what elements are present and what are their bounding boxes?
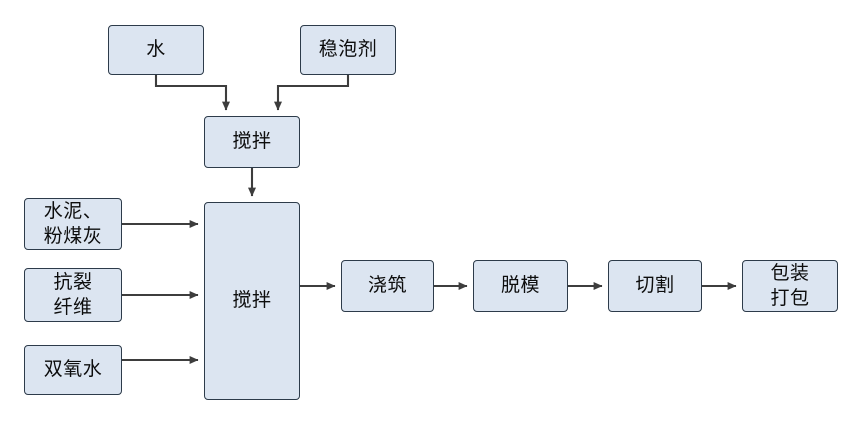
node-stirring-main[interactable]: 搅拌 (204, 202, 300, 400)
node-stirring-main-label: 搅拌 (232, 290, 272, 312)
node-casting-label: 浇筑 (367, 275, 407, 297)
node-casting[interactable]: 浇筑 (341, 260, 434, 312)
node-hydrogen-peroxide[interactable]: 双氧水 (24, 345, 122, 395)
node-stirring-first[interactable]: 搅拌 (204, 116, 300, 168)
node-stirring-first-label: 搅拌 (232, 131, 272, 153)
node-cement-fly-ash-label: 水泥、 粉煤灰 (43, 200, 103, 247)
node-packaging-label: 包装 打包 (770, 262, 810, 309)
edge-stabilizer-to-mix1 (274, 75, 350, 111)
node-hydrogen-peroxide-label: 双氧水 (43, 359, 103, 381)
node-water[interactable]: 水 (108, 25, 204, 75)
node-cutting-label: 切割 (635, 275, 675, 297)
node-foam-stabilizer[interactable]: 稳泡剂 (300, 25, 396, 75)
node-packaging[interactable]: 包装 打包 (742, 260, 838, 312)
node-water-label: 水 (146, 39, 166, 61)
node-foam-stabilizer-label: 稳泡剂 (318, 39, 378, 61)
node-anticrack-fiber-label: 抗裂 纤维 (53, 271, 93, 318)
edge-water-to-mix1 (154, 75, 230, 111)
node-cutting[interactable]: 切割 (608, 260, 702, 312)
node-cement-fly-ash[interactable]: 水泥、 粉煤灰 (24, 198, 122, 250)
node-demolding[interactable]: 脱模 (473, 260, 568, 312)
node-anticrack-fiber[interactable]: 抗裂 纤维 (24, 268, 122, 322)
node-demolding-label: 脱模 (500, 275, 540, 297)
